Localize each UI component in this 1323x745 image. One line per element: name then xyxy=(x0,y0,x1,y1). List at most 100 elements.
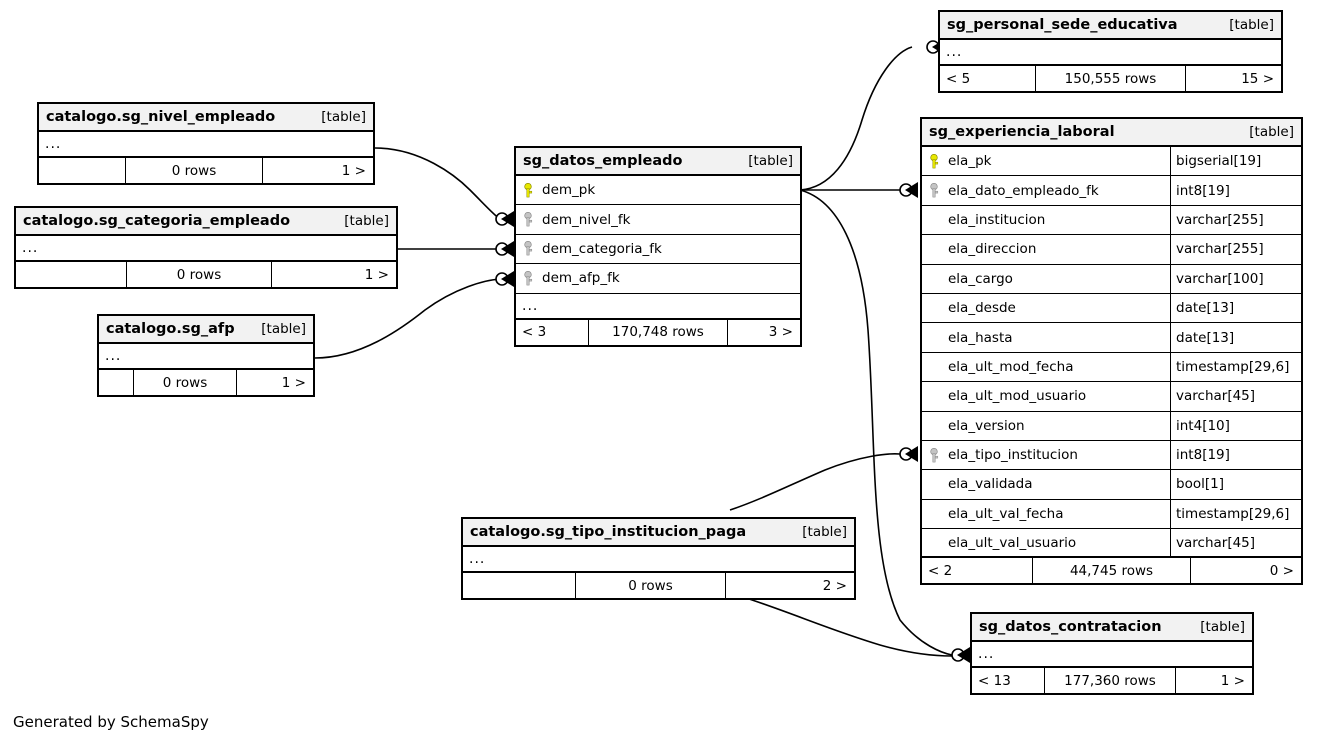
collapsed-columns-indicator[interactable]: ... xyxy=(39,132,373,158)
column-cell: dem_nivel_fk xyxy=(516,212,800,228)
column-name: dem_nivel_fk xyxy=(542,211,631,228)
column-cell: ela_version xyxy=(922,418,1170,434)
table-row[interactable]: ela_version int4[10] xyxy=(922,411,1301,441)
table-title: sg_experiencia_laboral xyxy=(929,124,1115,140)
column-cell: dem_afp_fk xyxy=(516,270,800,286)
no-key-spacer xyxy=(929,330,942,345)
collapsed-columns-indicator[interactable]: ... xyxy=(516,294,800,320)
foreign-key-icon xyxy=(929,447,942,463)
column-cell: ela_ult_val_fecha xyxy=(922,506,1170,522)
table-catalogo-sg-tipo-institucion-paga[interactable]: catalogo.sg_tipo_institucion_paga [table… xyxy=(461,517,856,600)
table-catalogo-sg-nivel-empleado[interactable]: catalogo.sg_nivel_empleado [table] ... 0… xyxy=(37,102,375,185)
column-cell: ela_ult_mod_fecha xyxy=(922,359,1170,375)
table-title: catalogo.sg_nivel_empleado xyxy=(46,109,276,125)
table-row[interactable]: ela_ult_mod_usuario varchar[45] xyxy=(922,382,1301,412)
table-footer: < 13 177,360 rows 1 > xyxy=(972,668,1252,693)
edge-tipoinst-to-contratacion xyxy=(739,595,953,657)
footer-children-count: 2 > xyxy=(822,577,847,594)
schemaspy-credit: Generated by SchemaSpy xyxy=(13,713,209,731)
table-sg-datos-contratacion[interactable]: sg_datos_contratacion [table] ... < 13 1… xyxy=(970,612,1254,695)
no-key-spacer xyxy=(929,271,942,286)
column-cell: ela_pk xyxy=(922,153,1170,169)
table-sg-personal-sede-educativa[interactable]: sg_personal_sede_educativa [table] ... <… xyxy=(938,10,1283,93)
column-name: ela_direccion xyxy=(948,241,1037,258)
column-type: timestamp[29,6] xyxy=(1170,499,1301,529)
table-row[interactable]: ela_ult_val_fecha timestamp[29,6] xyxy=(922,499,1301,530)
table-title: sg_personal_sede_educativa xyxy=(947,17,1178,33)
table-header: catalogo.sg_categoria_empleado [table] xyxy=(16,208,396,236)
table-row[interactable]: ela_desde date[13] xyxy=(922,293,1301,324)
table-row[interactable]: ela_validada bool[1] xyxy=(922,470,1301,500)
column-name: ela_hasta xyxy=(948,329,1013,346)
footer-children-count: 0 > xyxy=(1269,562,1294,579)
table-row[interactable]: ela_cargo varchar[100] xyxy=(922,264,1301,294)
column-name: dem_pk xyxy=(542,182,596,199)
table-type-tag: [table] xyxy=(1229,17,1274,33)
column-type: varchar[255] xyxy=(1170,205,1301,235)
column-cell: ela_ult_mod_usuario xyxy=(922,388,1170,404)
collapsed-columns-indicator[interactable]: ... xyxy=(16,236,396,262)
no-key-spacer xyxy=(929,477,942,492)
table-type-tag: [table] xyxy=(1249,124,1294,140)
footer-row-count: 0 rows xyxy=(133,370,237,395)
column-cell: ela_tipo_institucion xyxy=(922,447,1170,463)
column-name: ela_cargo xyxy=(948,270,1013,287)
table-footer: < 2 44,745 rows 0 > xyxy=(922,558,1301,584)
column-name: dem_categoria_fk xyxy=(542,240,662,257)
table-row[interactable]: ela_ult_mod_fecha timestamp[29,6] xyxy=(922,352,1301,383)
edge-afp-to-empleado xyxy=(314,278,501,359)
footer-row-count: 170,748 rows xyxy=(588,319,728,345)
column-cell: ela_direccion xyxy=(922,241,1170,257)
column-name: ela_ult_val_usuario xyxy=(948,534,1077,551)
table-row[interactable]: dem_pk xyxy=(516,176,800,206)
collapsed-columns-indicator[interactable]: ... xyxy=(940,40,1281,66)
table-footer: < 5 150,555 rows 15 > xyxy=(940,66,1281,91)
table-row[interactable]: ela_dato_empleado_fk int8[19] xyxy=(922,176,1301,206)
table-title: catalogo.sg_categoria_empleado xyxy=(23,213,291,229)
footer-parents-count xyxy=(463,573,575,598)
footer-parents-count: < 5 xyxy=(946,70,971,87)
column-cell: ela_ult_val_usuario xyxy=(922,535,1170,551)
column-name: ela_ult_mod_usuario xyxy=(948,388,1087,405)
column-cell: ela_hasta xyxy=(922,330,1170,346)
table-sg-datos-empleado[interactable]: sg_datos_empleado [table] dem_pk dem_niv… xyxy=(514,146,802,347)
table-row[interactable]: dem_afp_fk xyxy=(516,264,800,294)
table-row[interactable]: ela_pk bigserial[19] xyxy=(922,147,1301,177)
footer-children-count: 1 > xyxy=(341,162,366,179)
footer-row-count: 0 rows xyxy=(125,158,263,183)
table-sg-experiencia-laboral[interactable]: sg_experiencia_laboral [table] ela_pk bi… xyxy=(920,117,1303,586)
column-cell: dem_categoria_fk xyxy=(516,241,800,257)
footer-parents-count xyxy=(99,370,133,395)
table-row[interactable]: ela_institucion varchar[255] xyxy=(922,205,1301,236)
table-row[interactable]: ela_hasta date[13] xyxy=(922,323,1301,353)
footer-children-count: 1 > xyxy=(364,266,389,283)
column-type: bool[1] xyxy=(1170,470,1301,499)
table-footer: 0 rows 2 > xyxy=(463,573,854,598)
column-cell: ela_institucion xyxy=(922,212,1170,228)
column-name: ela_version xyxy=(948,417,1025,434)
collapsed-columns-indicator[interactable]: ... xyxy=(972,642,1252,668)
table-row[interactable]: ela_tipo_institucion int8[19] xyxy=(922,440,1301,471)
collapsed-columns-indicator[interactable]: ... xyxy=(463,547,854,573)
column-cell: ela_dato_empleado_fk xyxy=(922,183,1170,199)
table-title: catalogo.sg_afp xyxy=(106,321,235,337)
table-type-tag: [table] xyxy=(321,109,366,125)
crowsfoot-contratacion xyxy=(951,647,970,663)
table-catalogo-sg-afp[interactable]: catalogo.sg_afp [table] ... 0 rows 1 > xyxy=(97,314,315,397)
table-row[interactable]: ela_ult_val_usuario varchar[45] xyxy=(922,529,1301,559)
column-name: ela_pk xyxy=(948,153,992,170)
crowsfoot-categoria xyxy=(495,241,514,257)
table-row[interactable]: ela_direccion varchar[255] xyxy=(922,235,1301,265)
table-header: catalogo.sg_afp [table] xyxy=(99,316,313,344)
column-name: ela_dato_empleado_fk xyxy=(948,182,1099,199)
column-name: ela_tipo_institucion xyxy=(948,447,1078,464)
table-footer: < 3 170,748 rows 3 > xyxy=(516,319,800,345)
column-type: varchar[45] xyxy=(1170,382,1301,411)
table-row[interactable]: dem_nivel_fk xyxy=(516,205,800,235)
footer-parents-count: < 13 xyxy=(978,672,1011,689)
column-name: ela_desde xyxy=(948,300,1016,317)
collapsed-columns-indicator[interactable]: ... xyxy=(99,344,313,370)
table-row[interactable]: dem_categoria_fk xyxy=(516,235,800,265)
table-catalogo-sg-categoria-empleado[interactable]: catalogo.sg_categoria_empleado [table] .… xyxy=(14,206,398,289)
